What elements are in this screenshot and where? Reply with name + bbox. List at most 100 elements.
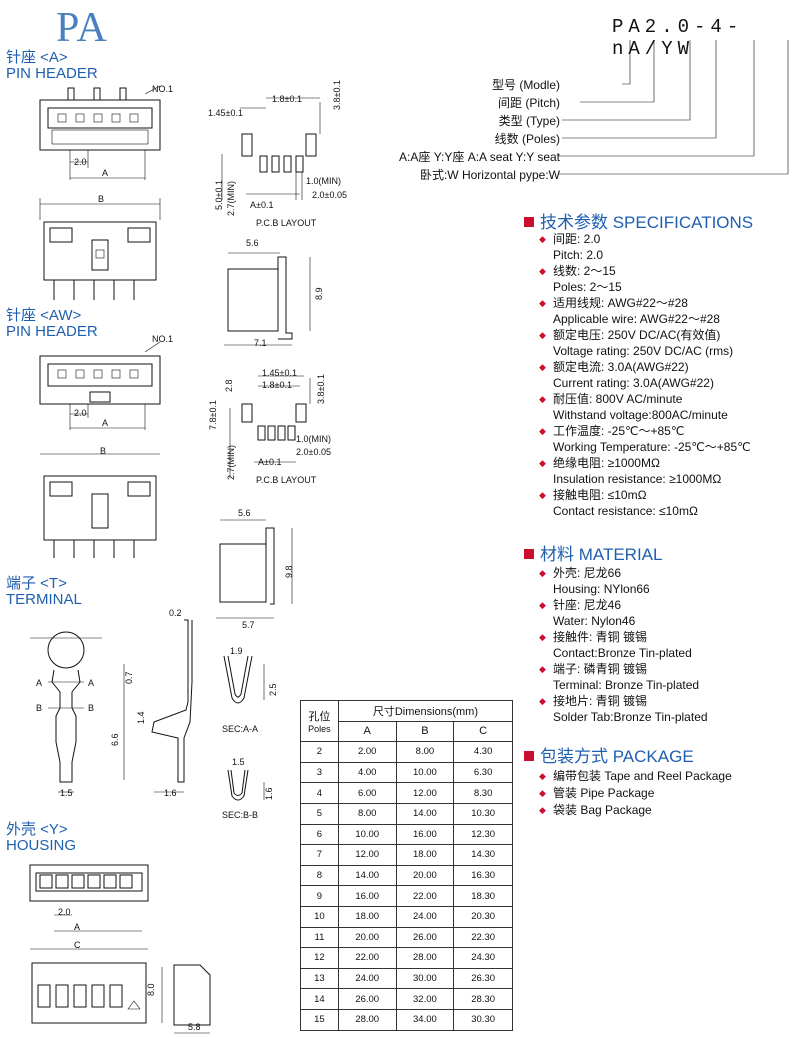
section-en: HOUSING [6,837,77,854]
part-code: PA2.0-4-nA/YW [612,16,744,60]
no1-label-aw: NO.1 [152,334,174,344]
dim-18: 1.8±0.1 [272,94,302,104]
dims-col-header: A [337,720,397,743]
table-cell: 28.00 [337,1008,397,1031]
table-cell: 11 [300,926,339,949]
material-item-en: Contact:Bronze Tin-plated [553,646,692,660]
table-cell: 8 [300,864,339,887]
table-cell: 16.30 [453,864,513,887]
table-cell: 14 [300,988,339,1010]
dim-a-housing: A [74,922,81,932]
table-cell: 15 [300,1008,339,1031]
spec-item-cn: 额定电流: 3.0A(AWG#22) [539,359,751,375]
material-item-en: Terminal: Bronze Tin-plated [553,678,700,692]
poles-header: 孔位 Poles [300,699,339,743]
dims-header: 尺寸Dimensions(mm) [337,700,514,722]
spec-item-cn: 工作温度: -25℃～+85℃ [539,423,751,439]
dim-58: 5.8 [188,1022,201,1032]
legend-pitch: 间距 (Pitch) [497,96,560,110]
table-cell: 7 [300,844,339,866]
table-cell: 26.00 [395,926,455,949]
material-item-cn: 外壳: 尼龙66 [539,565,708,581]
dim-38-aw: 3.8±0.1 [316,374,326,404]
sec-bb-label: SEC:B-B [222,810,259,820]
table-cell: 13 [300,967,339,990]
table-cell: 14.00 [395,802,455,825]
dim-145-aw: 1.45±0.1 [262,368,297,378]
table-cell: 4.30 [453,741,513,763]
section-en: PIN HEADER [6,65,98,82]
legend-seat: A:A座 Y:Y座 A:A seat Y:Y seat [399,150,560,164]
table-cell: 24.00 [337,967,397,990]
spec-item-cn: 绝缘电阻: ≥1000MΩ [539,455,751,471]
sec-b-right: B [88,703,95,713]
section-en: PIN HEADER [6,323,98,340]
table-cell: 30.00 [395,967,455,990]
spec-item-en: Poles: 2～15 [553,280,622,294]
package-list: 编带包装 Tape and Reel Package管装 Pipe Packag… [539,768,732,819]
dim-71: 7.1 [254,338,267,348]
section-housing: 外壳 <Y> HOUSING [6,822,76,854]
pcb-layout-label-aw: P.C.B LAYOUT [256,475,317,485]
pin-header-aw-drawing [39,341,161,558]
dim-27min-aw: 2.7(MIN) [226,444,236,480]
table-cell: 12 [300,947,339,969]
pcb-layout-a [221,97,321,200]
material-heading-text: 材料 MATERIAL [540,545,663,564]
section-pin-header-aw: 针座 <AW> PIN HEADER [6,308,98,340]
pitch-label-aw: 2.0 [74,408,87,418]
table-cell: 10.30 [453,802,513,825]
table-cell: 6.30 [453,761,513,784]
terminal-drawing [30,619,193,793]
sec-a-right: A [88,678,95,688]
spec-item-en: Voltage rating: 250V DC/AC (rms) [553,344,734,358]
section-cn: 外壳 <Y> [6,821,68,838]
table-cell: 4.00 [337,761,397,784]
table-cell: 10 [300,905,339,928]
dim-98: 9.8 [284,565,294,578]
dim-19: 1.9 [230,646,243,656]
dim-14: 1.4 [136,711,146,724]
table-cell: 12.30 [453,823,513,846]
table-cell: 4 [300,782,339,804]
spec-item-cn: 耐压值: 800V AC/minute [539,391,751,407]
table-cell: 30.30 [453,1008,513,1031]
material-heading: 材料 MATERIAL [524,540,662,565]
table-cell: 8.00 [337,802,397,825]
table-cell: 18.30 [453,885,513,907]
pitch-label: 2.0 [74,157,87,167]
table-cell: 12.00 [337,844,397,866]
dim-15-sec: 1.5 [232,757,245,767]
section-terminal: 端子 <T> TERMINAL [6,576,82,608]
legend-horizontal: 卧式:W Horizontal pype:W [419,168,560,182]
table-cell: 6 [300,823,339,846]
dim-16: 1.6 [164,788,177,798]
legend-poles: 线数 (Poles) [494,132,560,146]
table-cell: 14.30 [453,844,513,866]
table-cell: 10.00 [395,761,455,784]
dim-20tol-aw: 2.0±0.05 [296,447,331,457]
dim-66: 6.6 [110,733,120,746]
dims-col-header: C [453,720,513,743]
dim-89: 8.9 [314,287,324,300]
spec-item-en: Pitch: 2.0 [553,248,604,262]
table-cell: 20.00 [395,864,455,887]
spec-item-en: Applicable wire: AWG#22～#28 [553,312,720,326]
table-cell: 5 [300,802,339,825]
dim-78: 7.8±0.1 [208,400,218,430]
side-view-aw [216,519,293,619]
no1-label: NO.1 [152,84,174,94]
table-cell: 28.30 [453,988,513,1010]
